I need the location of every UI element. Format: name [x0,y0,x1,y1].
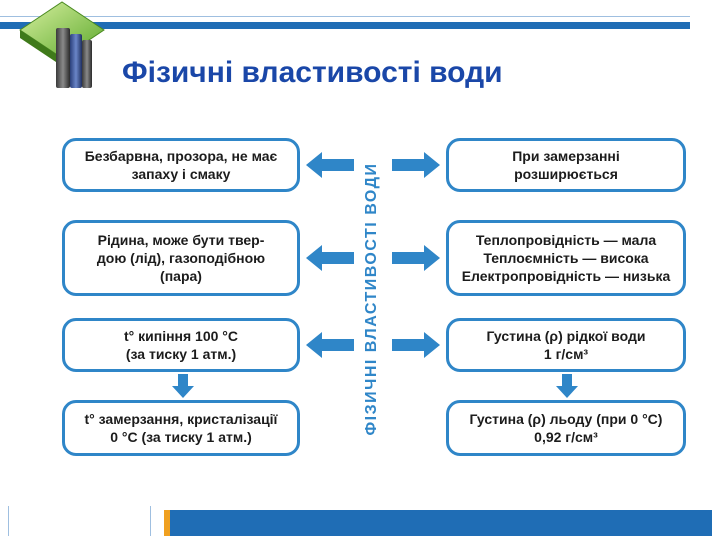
top-accent-bar [0,22,690,29]
arrow-left-1-icon [306,152,354,178]
bottom-accent-bar [164,510,712,536]
left-box-boiling-text: t° кипіння 100 °C (за тиску 1 атм.) [123,328,239,362]
right-box-conductivity-text: Теплопровідність — мала Теплоємність — в… [461,232,671,284]
books-icon [19,1,105,88]
arrow-right-2-icon [392,245,440,271]
left-box-boiling: t° кипіння 100 °C (за тиску 1 атм.) [62,318,300,372]
right-box-expansion-text: При замерзанні розширюється [512,148,620,182]
arrow-down-right-icon [556,374,578,398]
arrow-down-left-icon [172,374,194,398]
center-vertical-label-text: ФІЗИЧНІ ВЛАСТИВОСТІ ВОДИ [363,162,380,436]
top-divider-line [0,16,690,17]
right-box-ice-density: Густина (ρ) льоду (при 0 °C) 0,92 г/см³ [446,400,686,456]
right-box-liquid-density: Густина (ρ) рідкої води 1 г/см³ [446,318,686,372]
bottom-orange-accent [164,510,170,536]
left-box-states-text: Рідина, може бути твер- дою (лід), газоп… [96,232,266,284]
bottom-divider-mid [150,506,151,536]
center-vertical-label: ФІЗИЧНІ ВЛАСТИВОСТІ ВОДИ [354,140,390,458]
right-box-liquid-density-text: Густина (ρ) рідкої води 1 г/см³ [486,328,646,362]
arrow-right-3-icon [392,332,440,358]
left-box-freezing-text: t° замерзання, кристалізації 0 °C (за ти… [84,411,278,445]
bottom-divider-left [8,506,9,536]
right-box-conductivity: Теплопровідність — мала Теплоємність — в… [446,220,686,296]
left-box-appearance: Безбарвна, прозора, не має запаху і смак… [62,138,300,192]
left-box-appearance-text: Безбарвна, прозора, не має запаху і смак… [84,148,278,182]
arrow-right-1-icon [392,152,440,178]
right-box-ice-density-text: Густина (ρ) льоду (при 0 °C) 0,92 г/см³ [469,411,663,445]
right-box-expansion: При замерзанні розширюється [446,138,686,192]
arrow-left-2-icon [306,245,354,271]
left-box-freezing: t° замерзання, кристалізації 0 °C (за ти… [62,400,300,456]
arrow-left-3-icon [306,332,354,358]
left-box-states: Рідина, може бути твер- дою (лід), газоп… [62,220,300,296]
slide-title: Фізичні властивості води [122,56,503,89]
